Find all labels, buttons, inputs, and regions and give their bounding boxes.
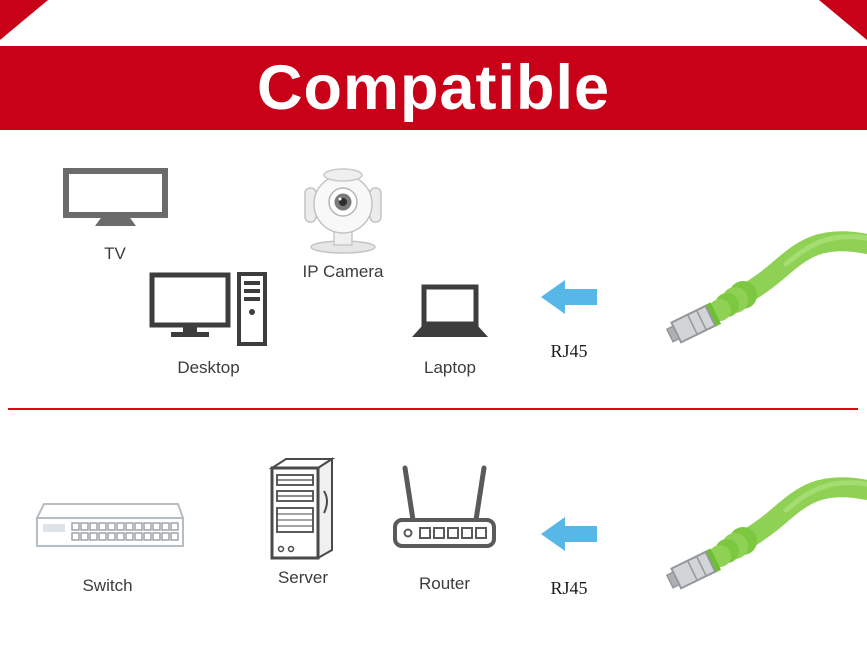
device-label: Desktop [177,358,240,377]
device-tv: TV [55,168,175,264]
device-ip-camera: IP Camera [293,160,393,282]
device-desktop: Desktop [146,272,271,378]
ribbon-fold-left [0,0,48,40]
ethernet-cable-icon [665,477,867,590]
device-label: TV [104,244,126,263]
device-label: Router [418,574,471,593]
rj45-label: RJ45 [550,341,588,361]
device-label: IP Camera [302,262,384,281]
device-router: Router [392,462,497,594]
desktop-icon [149,272,267,346]
device-label: Laptop [424,358,476,377]
connector-group-bottom: RJ45 [538,515,600,599]
rj45-connector-icon [665,302,722,344]
tv-icon [62,168,168,226]
arrow-left-icon [541,280,597,314]
rj45-connector-icon [665,548,722,590]
ip-camera-icon [304,168,382,254]
router-icon [393,465,496,548]
connector-group-top: RJ45 [538,278,600,362]
server-icon [268,457,336,560]
device-laptop: Laptop [405,284,495,378]
banner: Compatible [0,46,867,130]
device-label: Switch [82,576,133,595]
laptop-icon [412,284,488,337]
device-switch: Switch [30,500,185,596]
switch-icon [35,503,185,547]
divider-line [8,408,858,410]
arrow-left-icon [541,517,597,551]
banner-title: Compatible [256,52,611,123]
ethernet-cable-icon [665,231,867,344]
device-server: Server [258,456,348,588]
device-label: Server [277,568,329,587]
rj45-label: RJ45 [550,578,588,598]
ribbon-fold-right [819,0,867,40]
